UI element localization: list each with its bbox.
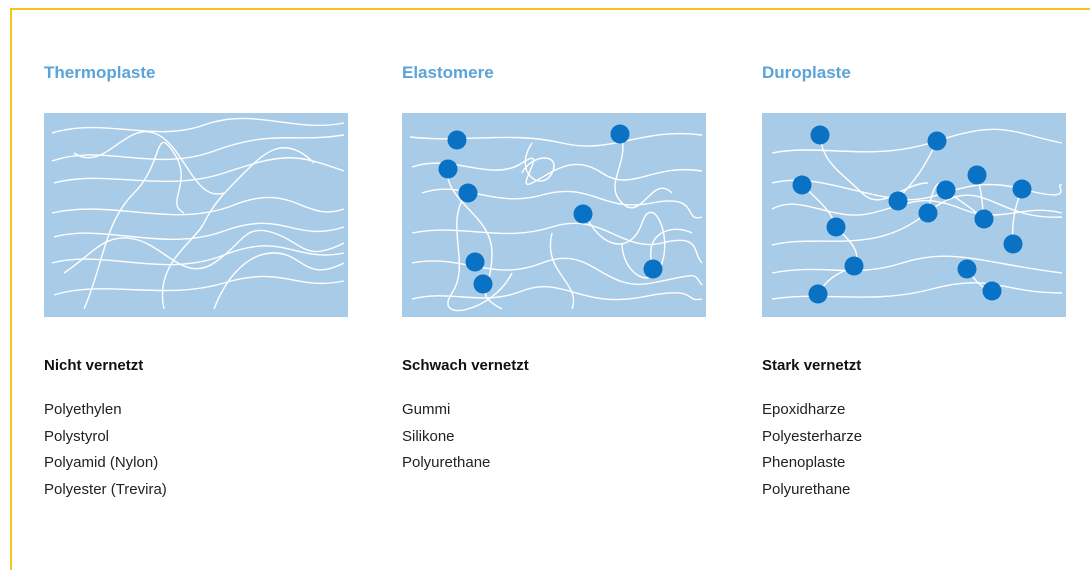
polymer-chains — [51, 117, 345, 310]
list-item: Phenoplaste — [762, 454, 846, 471]
crosslinks — [438, 124, 663, 294]
crosslink-subtitle: Nicht vernetzt — [44, 357, 144, 374]
crosslink-dot — [1003, 234, 1023, 254]
crosslink-dot — [927, 131, 947, 151]
list-item: Polystyrol — [44, 427, 110, 445]
crosslink-dot — [810, 125, 830, 145]
list-item: Silikone — [402, 427, 455, 445]
list-item: Polyamid (Nylon) — [44, 454, 159, 471]
list-item: Gummi — [402, 401, 451, 418]
crosslink-dot — [918, 203, 938, 223]
list-item: Polyurethane — [402, 454, 491, 471]
polymer-chains — [409, 130, 703, 312]
crosslink-dot — [438, 159, 458, 179]
frame-left-border — [10, 8, 12, 570]
frame-top-border — [10, 8, 1090, 10]
diagram-background — [44, 113, 348, 317]
list-item: Polyurethane — [762, 480, 851, 498]
example-list: Epoxidharze Polyesterharze Phenoplaste P… — [762, 397, 862, 503]
example-list: Gummi Silikone Polyurethane — [402, 397, 490, 477]
diagram-background — [762, 113, 1066, 317]
crosslink-dot — [982, 281, 1002, 301]
crosslink-dot — [967, 165, 987, 185]
column-title: Thermoplaste — [44, 63, 156, 82]
column-title: Duroplaste — [762, 63, 851, 82]
example-list: Polyethylen Polystyrol Polyamid (Nylon) … — [44, 397, 167, 503]
crosslink-dot — [573, 204, 593, 224]
crosslink-dot — [610, 124, 630, 144]
crosslink-dot — [447, 130, 467, 150]
list-item: Polyesterharze — [762, 427, 863, 445]
crosslink-dot — [888, 191, 908, 211]
crosslink-subtitle: Stark vernetzt — [762, 357, 862, 374]
list-item: Polyester (Trevira) — [44, 480, 167, 498]
crosslink-dot — [957, 259, 977, 279]
column-title: Elastomere — [402, 63, 494, 82]
crosslink-dot — [844, 256, 864, 276]
crosslink-dot — [792, 175, 812, 195]
crosslink-dot — [1012, 179, 1032, 199]
crosslink-dot — [473, 274, 493, 294]
thermoplaste-diagram — [44, 113, 348, 317]
crosslink-dot — [465, 252, 485, 272]
diagram-background — [402, 113, 706, 317]
polymer-chains-svg — [44, 113, 348, 317]
crosslink-dot — [643, 259, 663, 279]
crosslinks — [792, 125, 1032, 304]
crosslink-dot — [974, 209, 994, 229]
list-item: Epoxidharze — [762, 401, 846, 418]
polymer-chains-svg — [402, 113, 706, 317]
crosslink-dot — [936, 180, 956, 200]
crosslink-dot — [808, 284, 828, 304]
polymer-chains-svg — [762, 113, 1066, 317]
crosslink-dot — [826, 217, 846, 237]
duroplaste-diagram — [762, 113, 1066, 317]
crosslink-dot — [458, 183, 478, 203]
crosslink-subtitle: Schwach vernetzt — [402, 357, 529, 374]
elastomere-diagram — [402, 113, 706, 317]
list-item: Polyethylen — [44, 401, 122, 418]
